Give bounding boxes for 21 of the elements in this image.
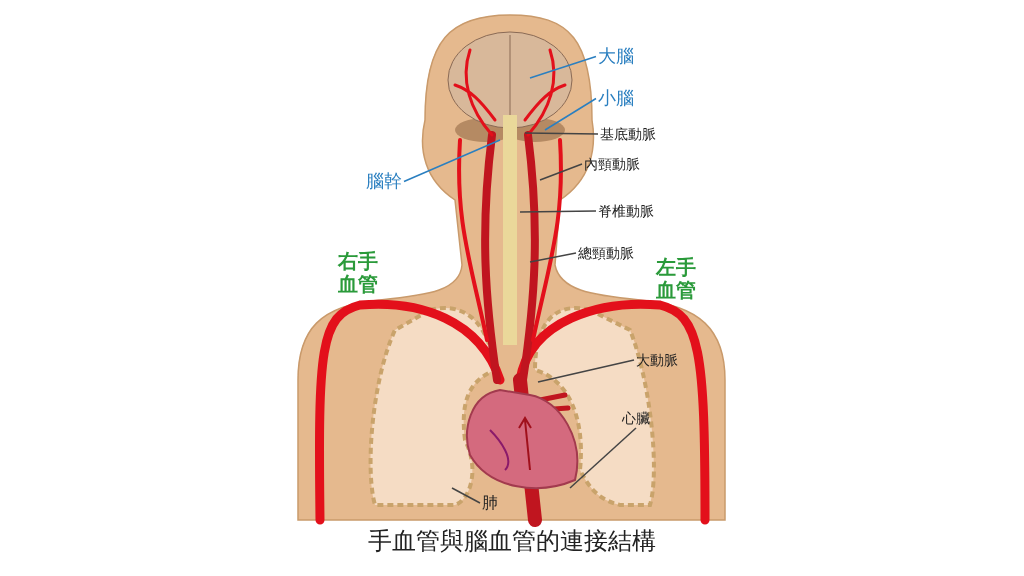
part-label: 肺 bbox=[482, 494, 498, 513]
leader-line bbox=[451, 487, 481, 504]
leader-line bbox=[529, 55, 597, 79]
part-label: 基底動脈 bbox=[600, 126, 656, 143]
vessel-label: 右手血管 bbox=[338, 250, 379, 296]
vessel-label: 左手血管 bbox=[656, 256, 697, 302]
part-label: 脊椎動脈 bbox=[598, 203, 654, 220]
leader-line bbox=[537, 359, 635, 383]
leader-line bbox=[519, 210, 597, 213]
leader-line bbox=[569, 427, 637, 489]
part-label: 大腦 bbox=[598, 46, 634, 67]
part-label: 心臟 bbox=[622, 410, 650, 427]
leader-line bbox=[539, 163, 583, 181]
leader-line bbox=[524, 132, 599, 135]
part-label: 總頸動脈 bbox=[578, 245, 634, 262]
leader-line bbox=[529, 252, 577, 263]
part-label: 小腦 bbox=[598, 88, 634, 109]
diagram-title: 手血管與腦血管的連接結構 bbox=[367, 528, 657, 556]
leader-line bbox=[403, 139, 501, 183]
part-label: 大動脈 bbox=[636, 352, 678, 369]
part-label: 腦幹 bbox=[366, 171, 402, 192]
